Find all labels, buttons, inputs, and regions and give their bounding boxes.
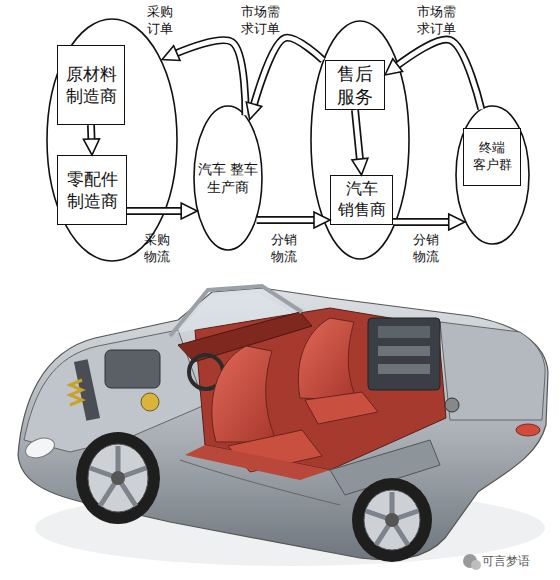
arrow-head	[162, 46, 180, 61]
hub	[385, 513, 399, 527]
edge-label: 采购 订单	[138, 4, 182, 38]
arrow-shaft-outline	[355, 110, 362, 175]
flow-arrow	[393, 214, 465, 230]
icon-bubble	[471, 560, 481, 570]
arrow-head	[314, 212, 330, 228]
arrow-shaft-fill	[355, 110, 362, 175]
passenger-cushion	[305, 392, 378, 424]
flow-arrow	[352, 110, 368, 175]
rear-deck	[440, 322, 545, 420]
headlight	[23, 434, 57, 461]
arrow-shaft-outline	[250, 38, 323, 120]
arrow-shaft-fill	[385, 40, 481, 110]
group-ellipse: 售后 服务汽车 销售商	[310, 20, 410, 260]
engine-block	[368, 318, 440, 390]
flow-arrow	[162, 40, 245, 115]
flow-arrow	[385, 40, 481, 110]
intake	[378, 326, 430, 338]
fuel-tank	[105, 350, 160, 388]
windshield-glass	[176, 293, 292, 333]
arrow-head	[181, 203, 197, 219]
node-text: 原材料 制造商	[58, 63, 124, 107]
arrow-shaft-outline	[127, 207, 197, 215]
front-mechanicals	[70, 350, 160, 421]
front-strut	[74, 359, 100, 421]
actor-ellipse: 汽车 整车 生产商	[193, 105, 263, 251]
arrow-head	[449, 214, 465, 230]
process-box: 售后 服务	[325, 60, 385, 110]
car-illustration	[18, 286, 548, 566]
edge-label: 分销 物流	[262, 232, 306, 266]
arrow-head	[385, 59, 403, 75]
cylinder-head	[378, 346, 430, 356]
ellipse-outline	[193, 105, 263, 251]
ellipse-shape	[47, 19, 177, 261]
front-spring	[70, 380, 82, 405]
windshield-frame	[170, 286, 302, 336]
cylinder-head	[378, 364, 430, 374]
arrow-head	[83, 139, 99, 155]
edge-label: 分销 物流	[404, 232, 448, 266]
process-box: 原材料 制造商	[57, 45, 125, 125]
arrow-shaft-outline	[257, 216, 330, 224]
flow-arrow	[83, 125, 99, 155]
car-body	[18, 288, 548, 560]
process-box: 终端 客户群	[463, 128, 521, 186]
flow-arrow	[246, 38, 323, 120]
node-text: 售后 服务	[326, 62, 384, 109]
arrow-shaft-outline	[91, 125, 92, 155]
group-ellipse: 终端 客户群	[455, 105, 530, 245]
arrow-shaft-fill	[393, 220, 465, 225]
ellipse-shape	[311, 21, 409, 259]
watermark: 可言梦语	[482, 553, 530, 570]
arrow-shaft-outline	[162, 40, 245, 115]
edge-label: 采购 物流	[135, 232, 179, 266]
door-panel	[185, 445, 330, 480]
ellipse-shape	[194, 106, 262, 250]
brake-reservoir	[141, 393, 159, 411]
edge-label: 市场需 求订单	[238, 4, 282, 38]
front-wheel	[76, 432, 160, 524]
node-text: 终端 客户群	[464, 140, 520, 174]
arrow-shaft-fill	[162, 40, 245, 115]
arrow-head	[352, 158, 368, 175]
passenger-seat	[298, 318, 357, 400]
hub	[111, 471, 125, 485]
arrow-shaft-fill	[250, 38, 323, 120]
exhaust	[445, 398, 459, 412]
mid-engine	[368, 318, 459, 412]
process-box: 汽车 销售商	[330, 175, 393, 225]
driver-seat	[212, 346, 277, 442]
flow-arrow	[257, 212, 330, 228]
process-box: 零配件 制造商	[57, 155, 127, 225]
tail-light	[516, 424, 540, 436]
tire	[76, 432, 160, 524]
rim	[88, 444, 148, 512]
node-text: 汽车 销售商	[331, 179, 392, 221]
door-line	[180, 460, 340, 505]
rear-wheel	[352, 478, 432, 562]
arrow-shaft-outline	[385, 40, 481, 110]
node-text: 零配件 制造商	[58, 168, 126, 212]
rim	[364, 490, 420, 550]
arrow-shaft-outline	[393, 218, 465, 226]
tire	[352, 478, 432, 562]
edge-label: 市场需 求订单	[414, 4, 458, 38]
arrow-shaft-fill	[257, 218, 330, 223]
node-text: 汽车 整车 生产商	[193, 160, 263, 196]
ellipse-shape	[456, 106, 529, 244]
watermark-icon	[463, 554, 481, 570]
arrow-head	[246, 102, 261, 120]
arrow-shaft-fill	[91, 125, 92, 155]
arrow-shaft-fill	[127, 209, 197, 214]
flow-arrow	[127, 203, 197, 219]
group-ellipse: 原材料 制造商零配件 制造商	[46, 18, 178, 262]
